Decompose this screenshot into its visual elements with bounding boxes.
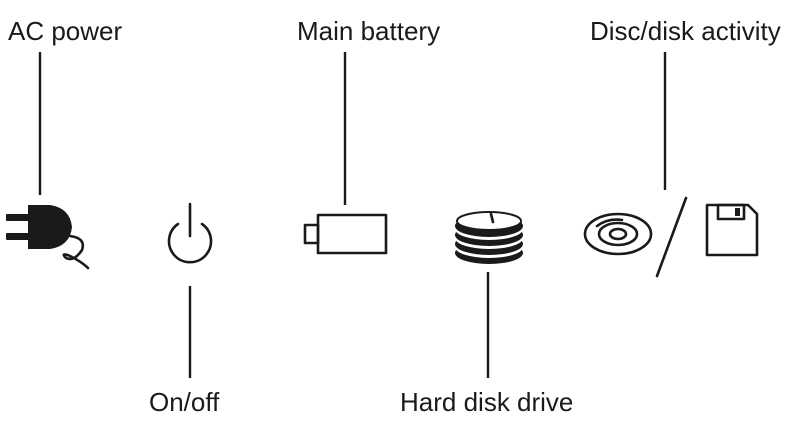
label-disc-disk-activity: Disc/disk activity: [590, 16, 781, 46]
slash-separator: [655, 196, 688, 278]
power-button-icon: [167, 202, 213, 264]
label-main-battery: Main battery: [297, 16, 440, 46]
label-ac-power: AC power: [8, 16, 122, 46]
optical-disc-icon: [583, 212, 653, 256]
floppy-disk-icon: [705, 203, 759, 257]
battery-icon: [303, 213, 388, 255]
power-plug-icon: [6, 205, 90, 270]
label-hard-disk-drive: Hard disk drive: [400, 387, 573, 417]
label-on-off: On/off: [149, 387, 220, 417]
hard-disk-stack-icon: [455, 211, 523, 264]
